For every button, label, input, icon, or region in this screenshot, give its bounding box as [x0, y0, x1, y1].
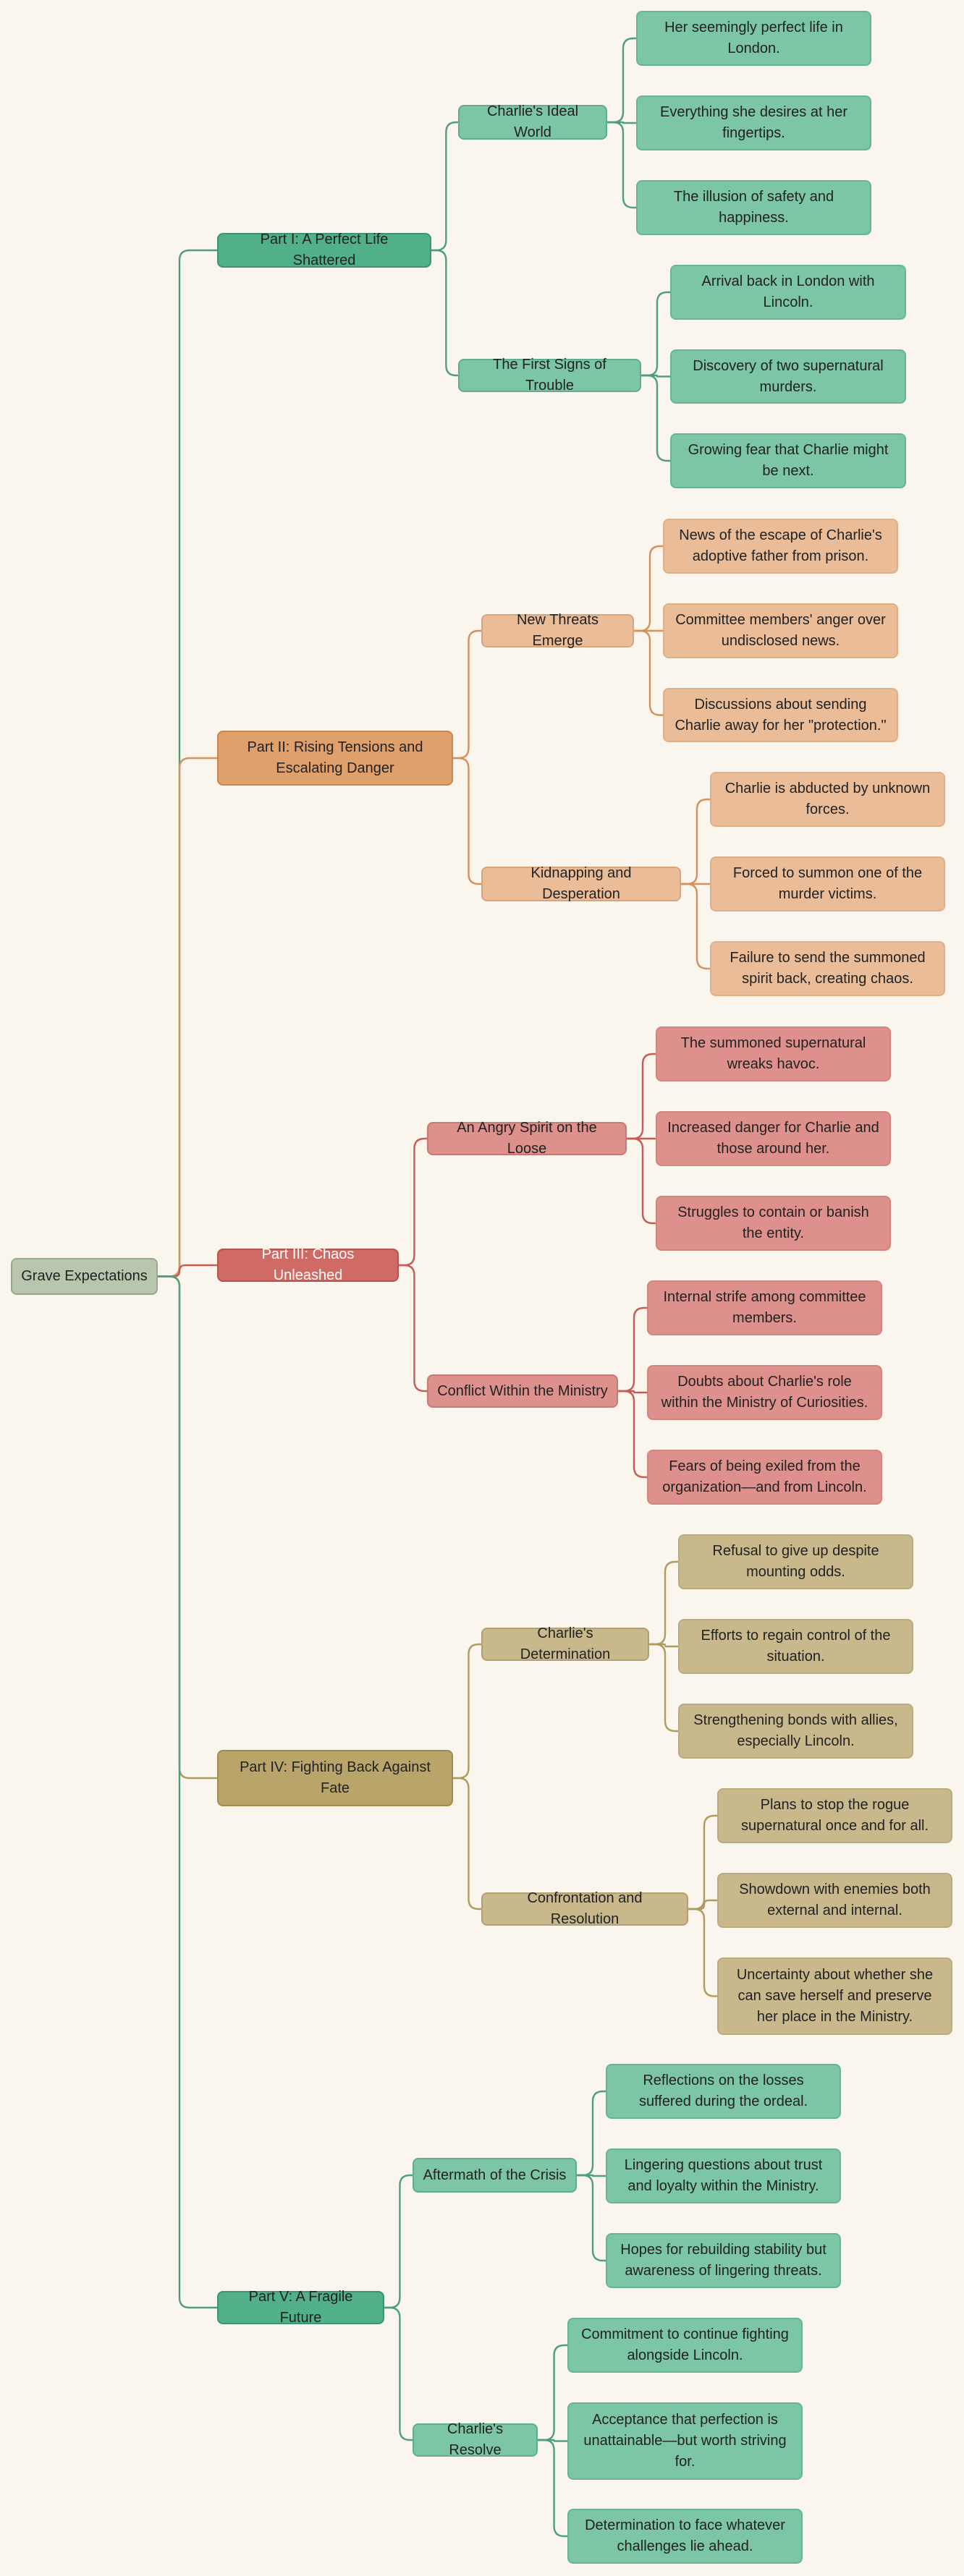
- detail-node: Arrival back in London with Lincoln.: [670, 265, 906, 320]
- detail-node: Growing fear that Charlie might be next.: [670, 433, 906, 488]
- topic-node-the-first-signs-of-trouble: The First Signs of Trouble: [458, 357, 641, 394]
- connector-part-5-to-topic-1: [384, 2174, 413, 2309]
- detail-node: Struggles to contain or banish the entit…: [656, 1196, 891, 1251]
- connector-topic-1-2-to-detail-3: [641, 374, 670, 462]
- connector-part-4-to-topic-2: [453, 1777, 481, 1910]
- connector-topic-2-2-to-detail-3: [681, 883, 710, 970]
- part-node-5: Part V: A Fragile Future: [217, 2289, 384, 2326]
- part-node-3: Part III: Chaos Unleashed: [217, 1246, 399, 1283]
- detail-node: Acceptance that perfection is unattainab…: [567, 2402, 803, 2480]
- topic-node-charlie-s-resolve: Charlie's Resolve: [413, 2421, 538, 2458]
- connector-part-3-to-topic-1: [399, 1137, 427, 1267]
- connector-part-2-to-topic-1: [453, 629, 481, 760]
- connector-topic-5-1-to-detail-3: [577, 2174, 606, 2262]
- connector-topic-5-2-to-detail-3: [538, 2439, 567, 2538]
- topic-node-an-angry-spirit-on-the-loose: An Angry Spirit on the Loose: [427, 1120, 627, 1157]
- connector-part-1-to-topic-2: [431, 249, 458, 377]
- detail-node: Uncertainty about whether she can save h…: [717, 1957, 952, 2035]
- detail-node: The summoned supernatural wreaks havoc.: [656, 1026, 891, 1081]
- connector-part-4-to-topic-1: [453, 1643, 481, 1780]
- detail-node: Discovery of two supernatural murders.: [670, 349, 906, 404]
- detail-node: Everything she desires at her fingertips…: [636, 95, 871, 150]
- detail-node: Strengthening bonds with allies, especia…: [678, 1704, 913, 1759]
- connector-topic-3-2-to-detail-3: [618, 1390, 647, 1479]
- root-node: Grave Expectations: [11, 1258, 158, 1295]
- detail-node: Increased danger for Charlie and those a…: [656, 1111, 891, 1166]
- connector-topic-5-2-to-detail-2: [538, 2439, 567, 2442]
- part-node-4: Part IV: Fighting Back Against Fate: [217, 1750, 453, 1806]
- connector-root-to-part-5: [158, 1275, 217, 2309]
- connector-topic-1-2-to-detail-2: [641, 374, 670, 378]
- connector-topic-4-1-to-detail-3: [649, 1643, 678, 1733]
- connector-root-to-part-3: [158, 1264, 217, 1278]
- topic-node-kidnapping-and-desperation: Kidnapping and Desperation: [481, 865, 681, 902]
- detail-node: Efforts to regain control of the situati…: [678, 1619, 913, 1674]
- connector-topic-2-1-to-detail-3: [634, 629, 663, 716]
- connector-topic-4-2-to-detail-2: [688, 1899, 717, 1910]
- detail-node: Lingering questions about trust and loya…: [606, 2148, 841, 2203]
- connector-topic-1-1-to-detail-3: [607, 121, 636, 209]
- topic-node-charlie-s-ideal-world: Charlie's Ideal World: [458, 103, 607, 140]
- connector-topic-3-1-to-detail-3: [627, 1137, 656, 1225]
- detail-node: Refusal to give up despite mounting odds…: [678, 1534, 913, 1589]
- detail-node: Discussions about sending Charlie away f…: [663, 688, 898, 742]
- topic-node-new-threats-emerge: New Threats Emerge: [481, 612, 634, 649]
- detail-node: Forced to summon one of the murder victi…: [710, 856, 945, 911]
- detail-node: Her seemingly perfect life in London.: [636, 11, 871, 66]
- topic-node-charlie-s-determination: Charlie's Determination: [481, 1625, 649, 1662]
- part-node-2: Part II: Rising Tensions and Escalating …: [217, 731, 453, 786]
- detail-node: Internal strife among committee members.: [647, 1280, 882, 1335]
- connector-topic-4-2-to-detail-3: [688, 1908, 717, 1997]
- detail-node: Hopes for rebuilding stability but aware…: [606, 2233, 841, 2288]
- topic-node-conflict-within-the-ministry: Conflict Within the Ministry: [427, 1374, 618, 1408]
- detail-node: The illusion of safety and happiness.: [636, 180, 871, 235]
- connector-part-2-to-topic-2: [453, 757, 481, 885]
- connector-topic-1-1-to-detail-2: [607, 121, 636, 124]
- part-node-1: Part I: A Perfect Life Shattered: [217, 231, 431, 268]
- detail-node: Plans to stop the rogue supernatural onc…: [717, 1788, 952, 1843]
- topic-node-aftermath-of-the-crisis: Aftermath of the Crisis: [413, 2158, 577, 2193]
- connector-topic-3-2-to-detail-2: [618, 1390, 647, 1394]
- detail-node: News of the escape of Charlie's adoptive…: [663, 519, 898, 574]
- detail-node: Showdown with enemies both external and …: [717, 1873, 952, 1928]
- detail-node: Commitment to continue fighting alongsid…: [567, 2318, 803, 2373]
- connector-part-1-to-topic-1: [431, 121, 458, 252]
- detail-node: Reflections on the losses suffered durin…: [606, 2064, 841, 2119]
- detail-node: Fears of being exiled from the organizat…: [647, 1450, 882, 1505]
- detail-node: Doubts about Charlie's role within the M…: [647, 1365, 882, 1420]
- detail-node: Failure to send the summoned spirit back…: [710, 941, 945, 996]
- detail-node: Determination to face whatever challenge…: [567, 2509, 803, 2564]
- connector-part-3-to-topic-2: [399, 1264, 427, 1393]
- connector-part-5-to-topic-2: [384, 2306, 413, 2441]
- connector-topic-4-1-to-detail-2: [649, 1643, 678, 1648]
- detail-node: Charlie is abducted by unknown forces.: [710, 772, 945, 827]
- connector-topic-5-1-to-detail-2: [577, 2174, 606, 2177]
- topic-node-confrontation-and-resolution: Confrontation and Resolution: [481, 1890, 688, 1927]
- detail-node: Committee members' anger over undisclose…: [663, 603, 898, 658]
